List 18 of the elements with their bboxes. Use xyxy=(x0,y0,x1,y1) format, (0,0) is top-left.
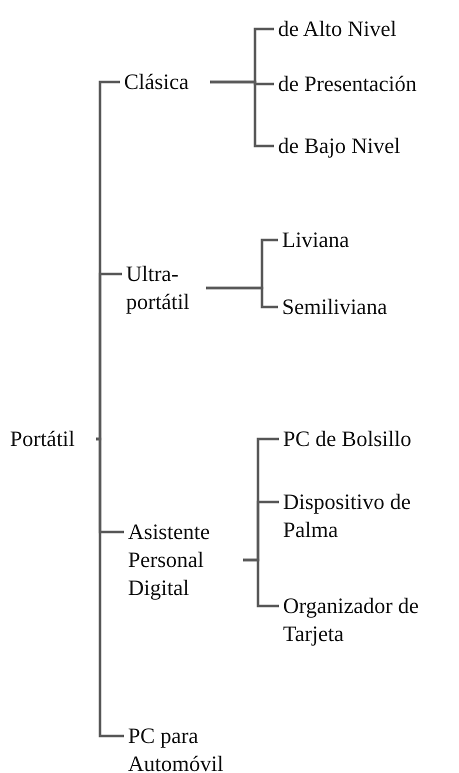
category-label: Clásica xyxy=(120,68,210,96)
bracket-connector xyxy=(206,286,278,308)
bracket-connector xyxy=(243,558,279,608)
category-label: Portátil xyxy=(6,425,96,453)
category-label: Organizador de Tarjeta xyxy=(279,592,458,648)
category-label: Semiliviana xyxy=(278,293,452,321)
bracket-connector xyxy=(210,80,274,148)
bracket-connector xyxy=(96,438,124,738)
category-label: Ultra- portátil xyxy=(122,260,206,316)
category-label: de Bajo Nivel xyxy=(274,132,448,160)
category-label: de Presentación xyxy=(274,70,458,98)
category-label: PC de Bolsillo xyxy=(279,425,453,453)
category-label: Dispositivo de Palma xyxy=(279,488,448,544)
category-label: de Alto Nivel xyxy=(274,15,448,43)
category-label: Asistente Personal Digital xyxy=(124,518,243,602)
category-label: PC para Automóvil xyxy=(124,722,258,773)
category-label: Liviana xyxy=(278,226,452,254)
bracket-connector xyxy=(96,272,122,440)
